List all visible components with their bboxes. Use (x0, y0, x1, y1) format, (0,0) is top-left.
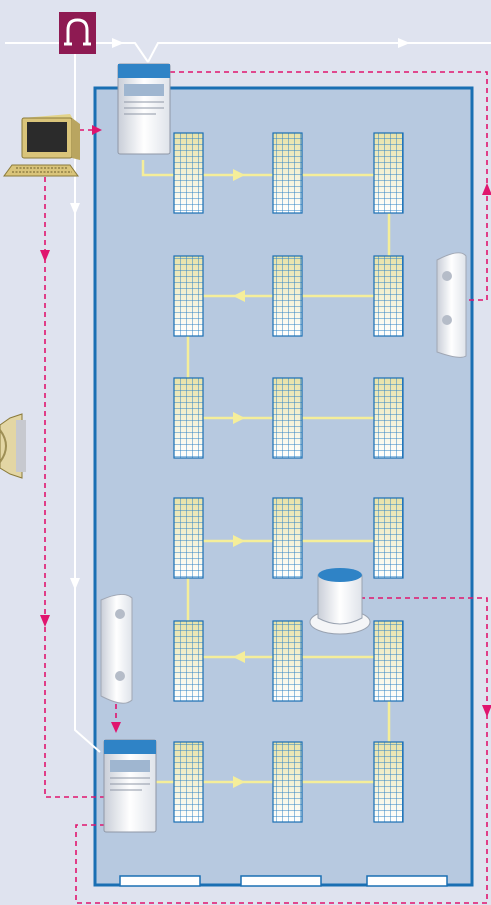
cabinet (272, 741, 303, 823)
flow-arrow-right (233, 535, 245, 547)
cabinet (272, 620, 303, 702)
floor-vent (366, 875, 448, 887)
cabinet (373, 377, 404, 459)
flow-arrow-right (233, 169, 245, 181)
arrow-right (398, 38, 410, 48)
cabinet (173, 620, 204, 702)
cabinet (173, 741, 204, 823)
cabinet (272, 255, 303, 337)
cabinet (272, 132, 303, 214)
signal-arrows (40, 125, 491, 733)
cabinet (173, 132, 204, 214)
cabinet (373, 741, 404, 823)
loop-arrows (233, 169, 245, 788)
control-panel-icon (117, 63, 171, 155)
cabinet-grid (173, 132, 404, 823)
cabinet (373, 620, 404, 702)
wall-mounted-unit-icon (436, 252, 467, 358)
arrow-right (112, 38, 124, 48)
flow-arrow-left (233, 651, 245, 663)
cabinet (173, 497, 204, 579)
cabinet (373, 497, 404, 579)
wall-mounted-unit-icon (100, 594, 133, 704)
cabinet (272, 377, 303, 459)
sounder-icon (0, 413, 26, 479)
desktop-computer-icon (3, 114, 80, 177)
cabinet (173, 377, 204, 459)
omega-arch-icon (59, 12, 96, 54)
arrow-down (70, 203, 80, 215)
floor-vent (119, 875, 201, 887)
cabinet (173, 255, 204, 337)
control-panel-icon (103, 739, 157, 833)
ceiling-detector-icon (309, 568, 371, 635)
cabinet (272, 497, 303, 579)
cabinet (373, 132, 404, 214)
cabinet (373, 255, 404, 337)
flow-arrow-left (233, 290, 245, 302)
floor-vents (119, 875, 448, 887)
flow-arrow-right (233, 776, 245, 788)
flow-arrow-right (233, 412, 245, 424)
arrow-down (70, 578, 80, 590)
floor-vent (240, 875, 322, 887)
